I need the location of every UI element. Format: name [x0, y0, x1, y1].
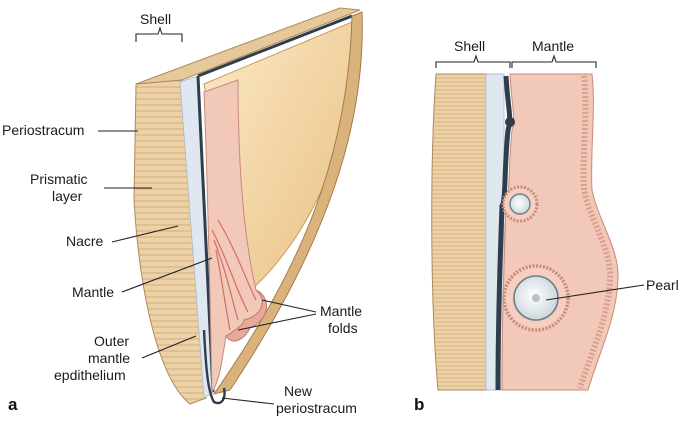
- mantle-brace-b: [511, 54, 597, 68]
- panel-b: Shell Mantle Pearl b: [414, 38, 679, 414]
- label-shell-b: Shell: [454, 38, 485, 54]
- leader-pearl: [545, 284, 645, 301]
- nacre-layer-a: [179, 75, 215, 399]
- label-outer-line1: Outer: [94, 333, 129, 349]
- mantle-epithelium-b: [577, 75, 614, 389]
- label-periostracum: Periostracum: [2, 122, 84, 138]
- label-new-periostracum-line2: periostracum: [276, 400, 357, 416]
- label-pearl: Pearl: [646, 277, 679, 293]
- label-mantle-b: Mantle: [532, 38, 574, 54]
- prismatic-layer-b: [431, 73, 491, 391]
- shell-rim-a: [212, 11, 363, 395]
- leader-mantle-folds-2: [237, 313, 317, 331]
- label-outer-line3: epdithelium: [54, 367, 126, 383]
- label-prismatic-line2: layer: [52, 188, 83, 204]
- mantle-tissue-b: [501, 73, 619, 391]
- mantle-folds-a: [225, 289, 267, 342]
- large-pearl-center: [532, 294, 540, 302]
- leader-mantle-folds-1: [261, 299, 317, 313]
- shell-brace-b: [435, 54, 511, 68]
- panel-letter-a: a: [8, 395, 18, 414]
- new-periostracum-a: [202, 329, 226, 405]
- label-mantle-a: Mantle: [72, 284, 114, 300]
- leader-mantle-a: [121, 257, 213, 293]
- label-mantle-folds-line1: Mantle: [320, 303, 362, 319]
- label-outer-line2: mantle: [88, 350, 130, 366]
- panel-letter-b: b: [414, 395, 424, 414]
- small-pearl: [509, 193, 531, 215]
- shell-brace-a: [135, 26, 183, 42]
- label-prismatic-line1: Prismatic: [30, 171, 88, 187]
- mantle-duct-b: [505, 117, 515, 127]
- leader-outer-epithelium: [141, 335, 197, 359]
- label-new-periostracum-line1: New: [284, 383, 313, 399]
- panel-a: Shell Periostracum Prismatic layer Nacre…: [2, 7, 363, 416]
- mantle-fibers-a: [211, 219, 257, 331]
- leader-new-periostracum: [221, 397, 275, 405]
- label-shell-a: Shell: [140, 11, 171, 27]
- shell-top-a: [135, 7, 361, 85]
- leader-nacre: [111, 225, 179, 243]
- label-nacre: Nacre: [66, 233, 104, 249]
- label-mantle-folds-line2: folds: [328, 320, 358, 336]
